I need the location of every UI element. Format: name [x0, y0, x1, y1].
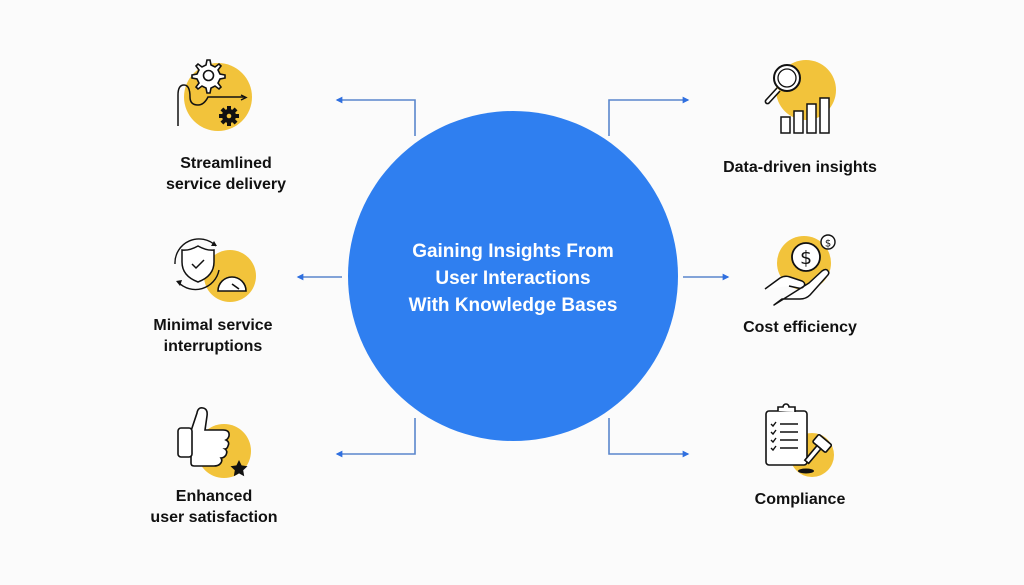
- connector-data: [608, 96, 690, 136]
- connector-compliance: [608, 418, 690, 458]
- label-data: Data-driven insights: [700, 157, 900, 178]
- label-line: Cost efficiency: [743, 319, 857, 336]
- label-line: service delivery: [165, 176, 287, 193]
- label-compliance: Compliance: [700, 489, 900, 510]
- connector-enhanced: [335, 418, 416, 458]
- magnifier-bar-chart-icon: [764, 60, 836, 134]
- hub-title: Gaining Insights From User Interactions …: [363, 238, 663, 319]
- label-enhanced: Enhanced user satisfaction: [124, 486, 304, 528]
- connector-streamlined: [335, 96, 416, 136]
- label-minimal: Minimal service interruptions: [123, 315, 303, 357]
- label-line: Streamlined: [180, 155, 272, 172]
- hub-title-line: Gaining Insights From: [412, 241, 614, 262]
- gears-flow-icon: [177, 59, 252, 131]
- svg-text:$: $: [800, 247, 812, 269]
- label-line: Enhanced: [175, 488, 253, 505]
- label-line: Minimal service: [153, 317, 273, 334]
- label-streamlined: Streamlined service delivery: [136, 153, 316, 195]
- hub-title-line: User Interactions: [435, 268, 591, 289]
- thumbs-up-star-icon: [177, 407, 251, 478]
- svg-text:$: $: [825, 239, 831, 250]
- label-line: Data-driven insights: [723, 159, 877, 176]
- label-line: Compliance: [754, 491, 846, 508]
- label-line: user satisfaction: [150, 509, 278, 526]
- hub-circle: [348, 111, 678, 441]
- hand-coin-icon: $ $: [764, 234, 836, 306]
- label-line: interruptions: [163, 338, 263, 355]
- hub-title-line: With Knowledge Bases: [408, 295, 618, 316]
- clipboard-gavel-icon: [765, 403, 834, 477]
- label-cost: Cost efficiency: [700, 317, 900, 338]
- shield-gauge-icon: [174, 238, 256, 302]
